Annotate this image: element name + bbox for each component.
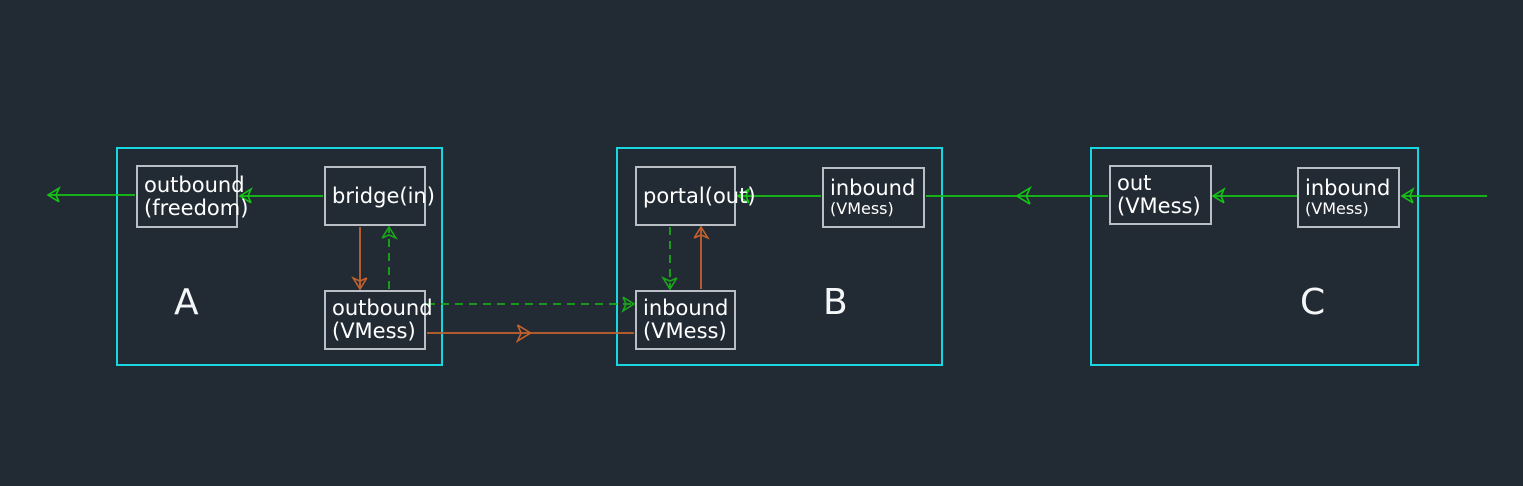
node-c-inbound-vmess[interactable]: inbound(VMess) xyxy=(1297,167,1400,228)
node-label-secondary: (freedom) xyxy=(144,195,249,220)
edge-b-inbound-to-portal-orange xyxy=(693,225,710,289)
node-label-secondary: (VMess) xyxy=(332,319,416,343)
zone-label-a: A xyxy=(174,282,199,323)
node-label-primary: inbound xyxy=(643,296,729,321)
zone-c xyxy=(1090,147,1419,366)
node-label-secondary: (VMess) xyxy=(1117,194,1201,218)
node-b-portal-out[interactable]: portal(out) xyxy=(635,166,756,226)
edge-b-portal-to-inbound-dashed xyxy=(661,227,678,291)
zone-b xyxy=(616,147,943,366)
node-label-secondary: (VMess) xyxy=(830,198,894,218)
zone-a xyxy=(116,147,443,366)
node-label-primary: out xyxy=(1117,171,1152,196)
edge-a-outbound-to-bridge-dashed xyxy=(381,225,398,289)
node-label-primary: portal(out) xyxy=(643,183,756,208)
node-label-primary: inbound xyxy=(830,175,916,200)
node-a-outbound-vmess[interactable]: outbound(VMess) xyxy=(324,290,433,350)
edge-a-bridge-to-outbound-orange xyxy=(351,227,368,291)
node-c-out-vmess[interactable]: out(VMess) xyxy=(1109,165,1212,225)
edge-a-freedom-external-out xyxy=(46,186,135,203)
edge-a-bridge-to-freedom xyxy=(238,187,323,204)
node-b-inbound-vmess-top[interactable]: inbound(VMess) xyxy=(822,167,925,228)
edge-a-outbound-to-b-inbound-dashed xyxy=(427,296,636,313)
node-label-secondary: (VMess) xyxy=(1305,198,1369,218)
node-label-secondary: (VMess) xyxy=(643,319,727,343)
node-a-outbound-freedom[interactable]: outbound(freedom) xyxy=(136,165,249,228)
node-label-primary: outbound xyxy=(144,172,245,197)
edge-c-inbound-to-out xyxy=(1211,187,1297,204)
edge-b-inbound-to-portal xyxy=(736,187,821,204)
edge-c-out-to-b-inbound xyxy=(926,185,1108,205)
node-a-bridge-in[interactable]: bridge(in) xyxy=(324,166,435,226)
node-label-primary: bridge(in) xyxy=(332,183,435,208)
zone-label-b: B xyxy=(823,282,848,323)
node-label-primary: outbound xyxy=(332,296,433,321)
node-b-inbound-vmess[interactable]: inbound(VMess) xyxy=(635,290,736,350)
node-label-primary: inbound xyxy=(1305,175,1391,200)
zone-label-c: C xyxy=(1300,282,1326,323)
edge-a-outbound-to-b-inbound-orange xyxy=(427,324,634,344)
edge-c-external-in xyxy=(1400,187,1487,204)
